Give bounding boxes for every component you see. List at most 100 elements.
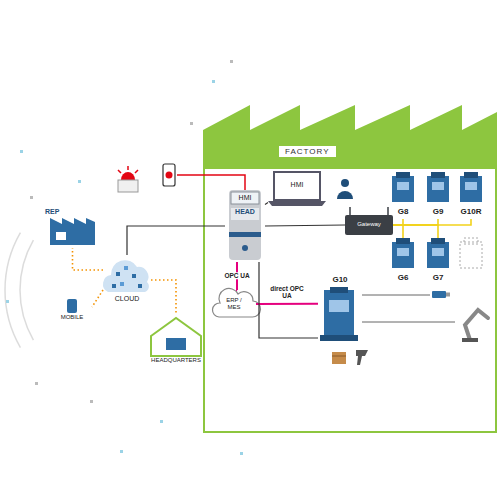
factory-building-part xyxy=(204,168,496,432)
machine-icon-part xyxy=(397,248,409,256)
erp-cloud: ERP / MES xyxy=(212,290,256,318)
headquarters-house-part xyxy=(151,318,201,356)
mobile-phone-part xyxy=(163,164,175,186)
node-text: ERP / MES xyxy=(220,297,248,311)
machine-icon-part xyxy=(431,172,445,178)
rep-factory-icon-part xyxy=(56,232,66,240)
machine-icon-part xyxy=(432,182,444,190)
machine: G9 xyxy=(423,172,453,219)
future-machine-part xyxy=(460,242,482,268)
machine-icon-part xyxy=(464,172,478,178)
laptop-icon xyxy=(268,172,326,206)
factory-region: HMIHEAD HMI Gateway G8 G9 G10R G6G7 G10ERP / ME… xyxy=(203,100,497,432)
scanner-icon xyxy=(356,350,368,365)
signal-arcs-part xyxy=(5,233,20,348)
cloud-icon-part xyxy=(132,274,136,278)
headquarters-house xyxy=(151,318,201,356)
g10-machine-icon-part xyxy=(324,290,354,335)
future-machine-part xyxy=(464,238,478,244)
usb-stick xyxy=(432,291,450,298)
laptop-icon-part xyxy=(268,201,326,206)
mobile-icon-part xyxy=(67,299,77,313)
node-text: CLOUD xyxy=(115,295,140,303)
parcel-icon-part xyxy=(332,356,346,357)
server-icon-part xyxy=(231,192,259,204)
headquarters: HEADQUARTERS xyxy=(145,315,207,365)
g10-machine-icon-part xyxy=(329,300,349,312)
cloud-icon-part xyxy=(120,282,124,286)
robot-arm-part xyxy=(462,338,478,342)
edge-label: OPC UA xyxy=(222,272,251,279)
connector xyxy=(73,248,104,270)
cloud-icon xyxy=(103,260,149,292)
node-text: G8 xyxy=(398,207,409,216)
connector xyxy=(127,226,225,255)
deco-square-part xyxy=(160,420,163,423)
rep-factory-icon-part xyxy=(50,218,95,228)
cloud-icon-part xyxy=(116,272,120,276)
peripheral-wire-part xyxy=(362,295,430,296)
gateway-box: Gateway xyxy=(345,215,393,235)
machine-icon-part xyxy=(396,172,410,178)
deco-square xyxy=(6,60,243,455)
scanner-icon-part xyxy=(356,350,368,365)
connector xyxy=(393,225,403,238)
deco-square-part xyxy=(20,150,23,153)
signal-arcs-part xyxy=(20,240,33,340)
machine-icon-part xyxy=(396,238,410,244)
peripheral-wire xyxy=(362,295,455,322)
deco-square-part xyxy=(35,382,38,385)
node-text: G9 xyxy=(433,207,444,216)
alarm-light xyxy=(118,166,138,192)
node-text: G10 xyxy=(332,275,347,284)
node-text: FACTORY xyxy=(278,145,337,158)
g10-machine-icon-part xyxy=(320,335,358,341)
deco-square-part xyxy=(212,80,215,83)
parcel-icon-part xyxy=(332,352,346,364)
server-icon-part xyxy=(231,208,259,220)
server-icon xyxy=(229,190,261,260)
headquarters-house-part xyxy=(166,338,186,350)
cloud-icon-part xyxy=(124,266,128,270)
server-box: HMIHEAD xyxy=(225,190,265,262)
node-text: HMI xyxy=(291,181,304,189)
server-icon-part xyxy=(242,245,248,251)
mobile-phone-part xyxy=(166,172,173,179)
future-machine xyxy=(460,238,482,268)
connector xyxy=(92,290,103,307)
machine-icon-part xyxy=(392,242,414,268)
machine: G10 xyxy=(318,275,362,345)
node-text: G7 xyxy=(433,273,444,282)
connector xyxy=(259,262,318,338)
mobile-phone xyxy=(163,164,175,186)
cloud-node: CLOUD xyxy=(103,255,151,305)
alarm-wire xyxy=(177,175,245,190)
deco-square-part xyxy=(78,180,81,183)
machine: G7 xyxy=(423,238,453,285)
node-text: MOBILE xyxy=(61,314,84,321)
machine: G6 xyxy=(388,238,418,285)
erp-cloud-part xyxy=(212,288,260,317)
deco-square-part xyxy=(230,60,233,63)
connector xyxy=(393,225,438,238)
connector xyxy=(256,303,318,305)
machine-icon-part xyxy=(460,176,482,202)
rep-factory-icon-part xyxy=(50,228,95,245)
machine: G8 xyxy=(388,172,418,219)
machine-icon-part xyxy=(427,242,449,268)
cloud-icon-part xyxy=(112,284,116,288)
deco-square-part xyxy=(6,300,9,303)
server-icon-part xyxy=(229,232,261,237)
usb-stick-part xyxy=(432,291,446,298)
machine-icon xyxy=(392,172,482,268)
signal-arcs xyxy=(5,233,33,348)
alarm-light-part xyxy=(121,172,135,180)
laptop-icon-part xyxy=(274,172,320,200)
machine-icon-part xyxy=(397,182,409,190)
node-text: G10R xyxy=(461,207,482,216)
robot-arm-part xyxy=(465,310,488,340)
parcel-icon xyxy=(332,352,346,364)
erp-cloud xyxy=(212,288,260,317)
